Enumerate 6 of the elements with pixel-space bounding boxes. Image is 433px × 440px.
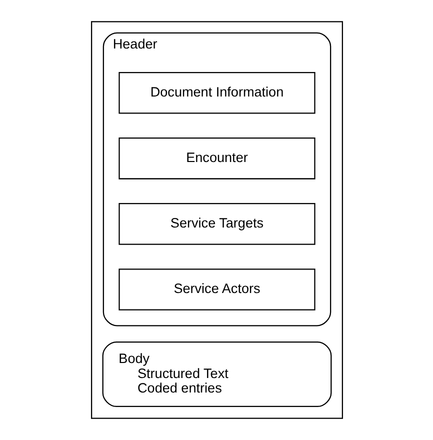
node-box: Service Actors [118,268,315,310]
node-box: Document Information [118,72,315,114]
node-box: Body Structured Text Coded entries [102,341,332,408]
node-box: Service Targets [118,203,315,245]
cluster [90,21,342,419]
node-box: Encounter [118,138,315,180]
